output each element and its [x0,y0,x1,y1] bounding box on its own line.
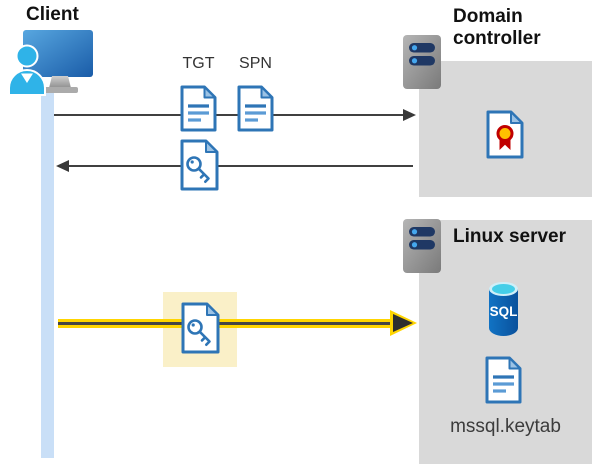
client-icon [8,30,93,96]
request-arrow-line [54,114,404,116]
kerberos-arrow-core [58,322,392,325]
tgt-label: TGT [182,55,215,72]
ticket-return-arrow-line [66,165,413,167]
certificate-document-icon [486,110,524,159]
key-document-icon [180,139,219,191]
domain-controller-label: Domain controller [453,6,541,49]
client-lifeline [41,89,54,458]
spn-document-icon [237,85,274,132]
request-arrowhead-icon [403,109,416,121]
linux-server-server-icon [403,219,441,273]
ticket-return-arrowhead-icon [56,160,69,172]
client-label: Client [26,4,79,25]
kerberos-arrowhead-icon [393,314,413,332]
keytab-document-icon [485,356,522,404]
key-document-highlighted-icon [181,302,220,354]
linux-server-label: Linux server [453,226,566,247]
keytab-filename-label: mssql.keytab [450,416,561,437]
sql-badge-text: SQL [490,304,518,319]
sql-database-icon: SQL [489,282,518,336]
domain-controller-server-icon [403,35,441,89]
tgt-document-icon [180,85,217,132]
linux-server-box [419,220,592,464]
spn-label: SPN [239,55,272,72]
